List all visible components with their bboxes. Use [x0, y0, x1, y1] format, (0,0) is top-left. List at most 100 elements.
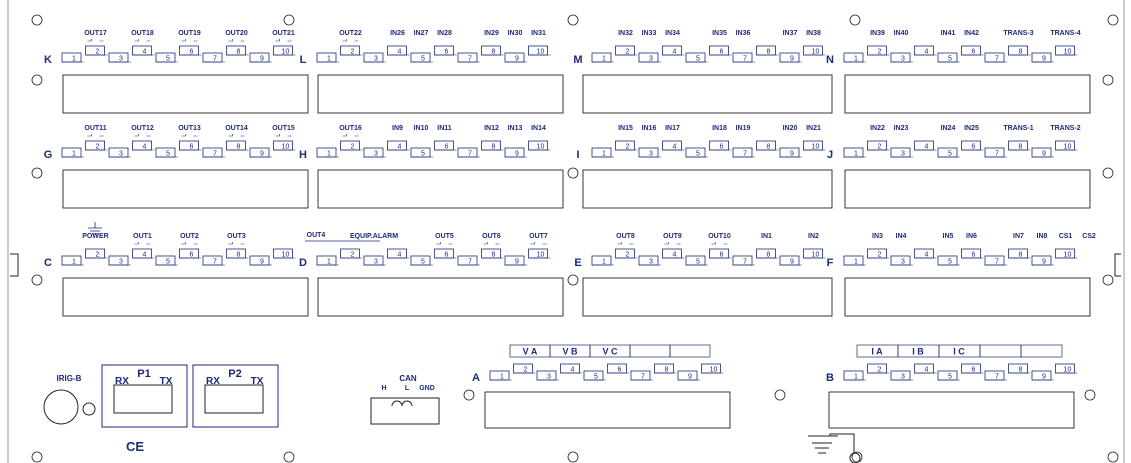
terminal-label: IN20 — [783, 125, 798, 132]
terminal-label: IN33 — [642, 30, 657, 37]
pin-number: 6 — [618, 367, 622, 374]
pin-number: 2 — [626, 144, 630, 151]
pin-number: 10 — [537, 49, 545, 56]
terminal-cover-a — [484, 391, 731, 429]
mounting-hole — [31, 451, 43, 463]
pin-number: 1 — [854, 56, 858, 63]
terminal-label: IN7 — [1013, 233, 1024, 240]
current-label: I C — [953, 347, 965, 357]
mounting-hole — [567, 167, 579, 179]
pin-number: 3 — [649, 151, 653, 158]
pin-number: 2 — [351, 49, 355, 56]
p1-port-frame — [101, 364, 188, 428]
block-letter-l: L — [300, 54, 307, 66]
pin-number: 2 — [96, 144, 100, 151]
pin-number: 6 — [720, 252, 724, 259]
pin-number: 10 — [1064, 144, 1072, 151]
pin-number: 8 — [237, 144, 241, 151]
terminal-label: OUT1 — [133, 233, 152, 240]
terminal-label: IN3 — [872, 233, 883, 240]
pin-number: 4 — [143, 49, 147, 56]
terminal-label: IN24 — [941, 125, 956, 132]
terminal-cover-m — [582, 74, 833, 114]
pin-number: 1 — [602, 259, 606, 266]
pin-number: 10 — [282, 144, 290, 151]
mounting-hole — [1107, 14, 1119, 26]
pin-number: 4 — [925, 144, 929, 151]
pin-number: 7 — [468, 259, 472, 266]
pin-number: 10 — [1064, 367, 1072, 374]
voltage-header-cell — [669, 344, 711, 358]
terminal-label: IN27 — [414, 30, 429, 37]
pin-number: 3 — [547, 374, 551, 381]
pin-number: 6 — [972, 144, 976, 151]
pin-number: 2 — [351, 252, 355, 259]
block-letter-c: C — [44, 257, 52, 269]
terminal-label: IN28 — [437, 30, 452, 37]
pin-number: 8 — [1019, 367, 1023, 374]
ce-mark: CE — [126, 439, 144, 454]
terminal-cover-l — [317, 74, 564, 114]
ground-symbol — [808, 433, 855, 454]
pin-number: 1 — [72, 151, 76, 158]
block-letter-j: J — [827, 149, 833, 161]
pin-number: 10 — [812, 252, 820, 259]
terminal-label: IN42 — [964, 30, 979, 37]
pin-number: 7 — [641, 374, 645, 381]
terminal-label: OUT22 — [339, 30, 362, 37]
terminal-label: IN32 — [618, 30, 633, 37]
irig-b-label: IRIG-B — [57, 374, 82, 383]
pin-number: 7 — [468, 151, 472, 158]
can-title: CAN — [399, 374, 417, 383]
p1-tx-label: TX — [160, 376, 173, 387]
voltage-label: V B — [562, 347, 578, 357]
pin-number: 5 — [696, 56, 700, 63]
pin-number: 10 — [282, 252, 290, 259]
terminal-label: OUT19 — [178, 30, 201, 37]
pin-number: 9 — [1042, 56, 1046, 63]
pin-number: 5 — [948, 259, 952, 266]
block-letter-e: E — [574, 257, 581, 269]
pin-number: 2 — [878, 144, 882, 151]
pin-number: 2 — [878, 49, 882, 56]
pin-number: 8 — [767, 252, 771, 259]
terminal-cover-f — [844, 277, 1091, 317]
pin-number: 2 — [524, 367, 528, 374]
terminal-label: IN34 — [665, 30, 680, 37]
pin-number: 7 — [995, 56, 999, 63]
terminal-label: IN10 — [414, 125, 429, 132]
block-letter-b: B — [826, 372, 834, 384]
voltage-label: V A — [523, 347, 538, 357]
terminal-label: OUT7 — [529, 233, 548, 240]
pin-number: 1 — [500, 374, 504, 381]
mounting-hole — [1102, 274, 1114, 286]
mounting-hole — [1107, 451, 1119, 463]
pin-number: 9 — [515, 56, 519, 63]
terminal-cover-b — [828, 391, 1075, 429]
terminal-label: OUT10 — [708, 233, 731, 240]
terminal-label: TRANS-3 — [1003, 30, 1033, 37]
pin-number: 9 — [1042, 151, 1046, 158]
can-l-label: L — [405, 385, 410, 392]
pin-number: 4 — [673, 49, 677, 56]
terminal-label: TRANS-1 — [1003, 125, 1033, 132]
pin-number: 3 — [374, 56, 378, 63]
terminal-cover-c — [62, 277, 309, 317]
terminal-label: IN39 — [870, 30, 885, 37]
pin-number: 1 — [327, 151, 331, 158]
pin-number: 5 — [166, 151, 170, 158]
pin-number: 7 — [213, 259, 217, 266]
terminal-label: TRANS-2 — [1050, 125, 1080, 132]
terminal-label: OUT2 — [180, 233, 199, 240]
terminal-cover-h — [317, 169, 564, 209]
pin-number: 8 — [492, 144, 496, 151]
mounting-hole — [567, 451, 579, 463]
voltage-label: V C — [602, 347, 618, 357]
